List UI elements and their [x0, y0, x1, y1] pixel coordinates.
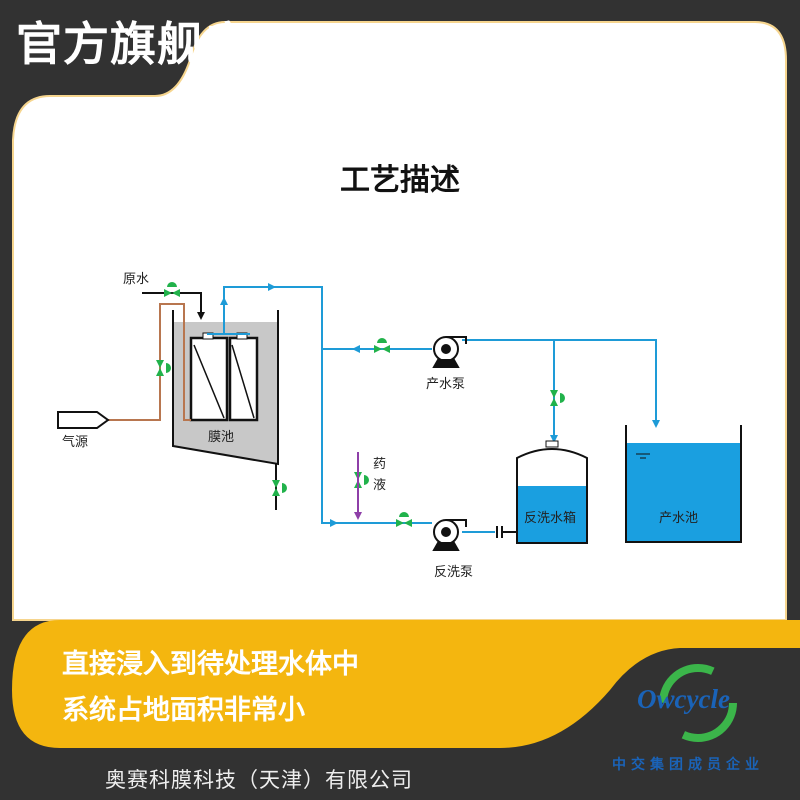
backwash-pump-icon	[432, 519, 467, 551]
raw-water-label: 原水	[123, 272, 149, 287]
slogan-line-1: 直接浸入到待处理水体中	[62, 649, 359, 680]
content-panel	[12, 21, 787, 621]
yellow-banner	[12, 620, 800, 748]
raw-water-arrow	[197, 312, 205, 320]
flow-arrows	[220, 283, 660, 527]
product-tank-label: 产水池	[659, 511, 698, 526]
backwash-pump-label: 反洗泵	[434, 565, 473, 580]
backwash-tank	[516, 440, 588, 544]
chemical-label-2: 液	[373, 478, 386, 493]
valve-icon	[374, 338, 390, 353]
membrane-module-right	[228, 332, 259, 422]
membrane-tank-label: 膜池	[208, 430, 234, 445]
air-line	[108, 303, 191, 421]
raw-water-line	[142, 292, 202, 315]
product-pump-icon	[432, 336, 467, 368]
valve-icon	[272, 480, 287, 496]
product-tank	[625, 425, 742, 543]
backwash-tank-label: 反洗水箱	[524, 510, 576, 526]
membrane-module-left	[189, 332, 229, 422]
diagram-title: 工艺描述	[340, 163, 460, 198]
valve-icon	[354, 472, 369, 488]
valve-icon	[396, 512, 412, 527]
valve-icon	[156, 360, 171, 376]
company-name: 奥赛科膜科技（天津）有限公司	[105, 768, 413, 792]
logo-ring	[659, 664, 737, 742]
process-diagram: 膜池 原水 气源 药 液 产	[57, 272, 742, 580]
logo-subtitle: 中交集团成员企业	[612, 757, 764, 773]
product-pump-label: 产水泵	[426, 377, 465, 392]
logo: Owcycle	[637, 684, 730, 714]
chemical-arrow	[354, 512, 362, 520]
chemical-label-1: 药	[373, 457, 386, 472]
air-source-label: 气源	[62, 434, 88, 450]
air-source-icon	[57, 411, 110, 429]
store-label: 官方旗舰店	[16, 17, 251, 71]
valve-icon	[550, 390, 565, 406]
membrane-tank-wall	[172, 310, 279, 466]
slogan-line-2: 系统占地面积非常小	[62, 695, 305, 726]
valve-icon	[164, 282, 180, 297]
